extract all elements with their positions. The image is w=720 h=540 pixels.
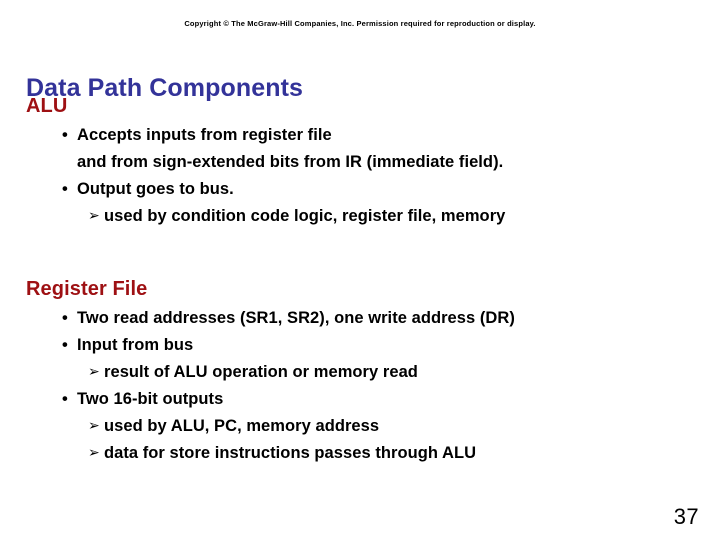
bullet-dot-icon: • <box>62 309 68 327</box>
bullet-dot-icon: • <box>62 390 68 408</box>
list-item-continuation: and from sign-extended bits from IR (imm… <box>77 153 504 171</box>
sub-list-item: ➢ result of ALU operation or memory read <box>88 359 720 386</box>
bullet-dot-icon: • <box>62 126 68 144</box>
arrow-bullet-icon: ➢ <box>88 364 100 380</box>
list-item: • Input from bus <box>62 332 720 359</box>
list-item: • Output goes to bus. <box>62 176 720 203</box>
list-item-label: Output goes to bus. <box>77 180 234 198</box>
list-item-label: Input from bus <box>77 336 194 354</box>
sub-list-item: ➢ used by ALU, PC, memory address <box>88 413 720 440</box>
bullet-list-alu: • Accepts inputs from register file and … <box>0 122 720 230</box>
sub-list-item-label: result of ALU operation or memory read <box>104 363 418 381</box>
list-item: • Accepts inputs from register file and … <box>62 122 720 176</box>
copyright-notice: Copyright © The McGraw-Hill Companies, I… <box>184 19 536 28</box>
sub-list-item-label: data for store instructions passes throu… <box>104 444 477 462</box>
page-number: 37 <box>673 504 699 529</box>
sub-list-item-label: used by ALU, PC, memory address <box>104 417 380 435</box>
sub-list-item: ➢ used by condition code logic, register… <box>88 203 720 230</box>
section-heading-register-file: Register File <box>26 278 148 300</box>
bullet-list-register-file: • Two read addresses (SR1, SR2), one wri… <box>0 305 720 467</box>
list-item: • Two read addresses (SR1, SR2), one wri… <box>62 305 720 332</box>
slide-body: ALU • Accepts inputs from register file … <box>0 94 720 467</box>
list-item-label: Two 16-bit outputs <box>77 390 224 408</box>
arrow-bullet-icon: ➢ <box>88 445 100 461</box>
arrow-bullet-icon: ➢ <box>88 418 100 434</box>
sub-list-item-label: used by condition code logic, register f… <box>104 207 506 225</box>
section-heading-alu: ALU <box>26 95 68 117</box>
sub-list-item: ➢ data for store instructions passes thr… <box>88 440 720 467</box>
bullet-dot-icon: • <box>62 180 68 198</box>
bullet-dot-icon: • <box>62 336 68 354</box>
page-title: Data Path Components <box>26 73 304 102</box>
list-item-label: Accepts inputs from register file <box>77 126 332 144</box>
list-item: • Two 16-bit outputs <box>62 386 720 413</box>
arrow-bullet-icon: ➢ <box>88 208 100 224</box>
list-item-label: Two read addresses (SR1, SR2), one write… <box>77 309 515 327</box>
